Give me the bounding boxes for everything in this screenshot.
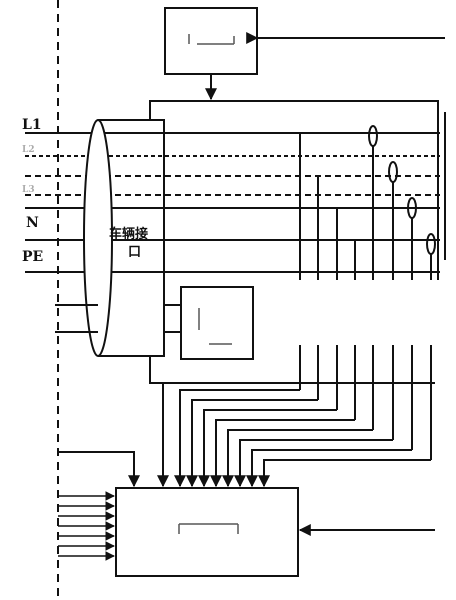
vehicle-interface-front — [83, 119, 113, 357]
vehicle-interface-body — [98, 119, 165, 357]
vehicle-interface-label-2: 口 — [128, 245, 141, 260]
route-8 — [258, 459, 431, 488]
route-1 — [174, 389, 300, 488]
top-control-box — [164, 7, 258, 75]
route-2 — [186, 399, 318, 488]
controller-inputs — [58, 491, 115, 561]
current-sensor-2 — [388, 161, 398, 183]
upper-bus — [149, 100, 439, 280]
route-4 — [210, 419, 355, 488]
label-L3: L3 — [22, 185, 35, 195]
current-sensor-1 — [368, 125, 378, 147]
label-L1: L1 — [22, 117, 42, 133]
vehicle-interface-label-1: 车辆接 — [109, 226, 148, 242]
middle-control-box — [180, 286, 254, 360]
route-7 — [246, 449, 412, 488]
label-N: N — [26, 215, 39, 231]
route-3 — [198, 409, 337, 488]
route-5 — [222, 429, 373, 488]
bottom-controller-box — [115, 487, 299, 577]
current-sensor-4 — [426, 233, 436, 255]
label-PE: PE — [22, 249, 43, 265]
drop-left — [58, 451, 140, 488]
lower-bus — [149, 356, 435, 384]
route-6 — [234, 439, 393, 488]
label-L2: L2 — [22, 145, 35, 155]
faded-label-marks — [178, 34, 239, 534]
